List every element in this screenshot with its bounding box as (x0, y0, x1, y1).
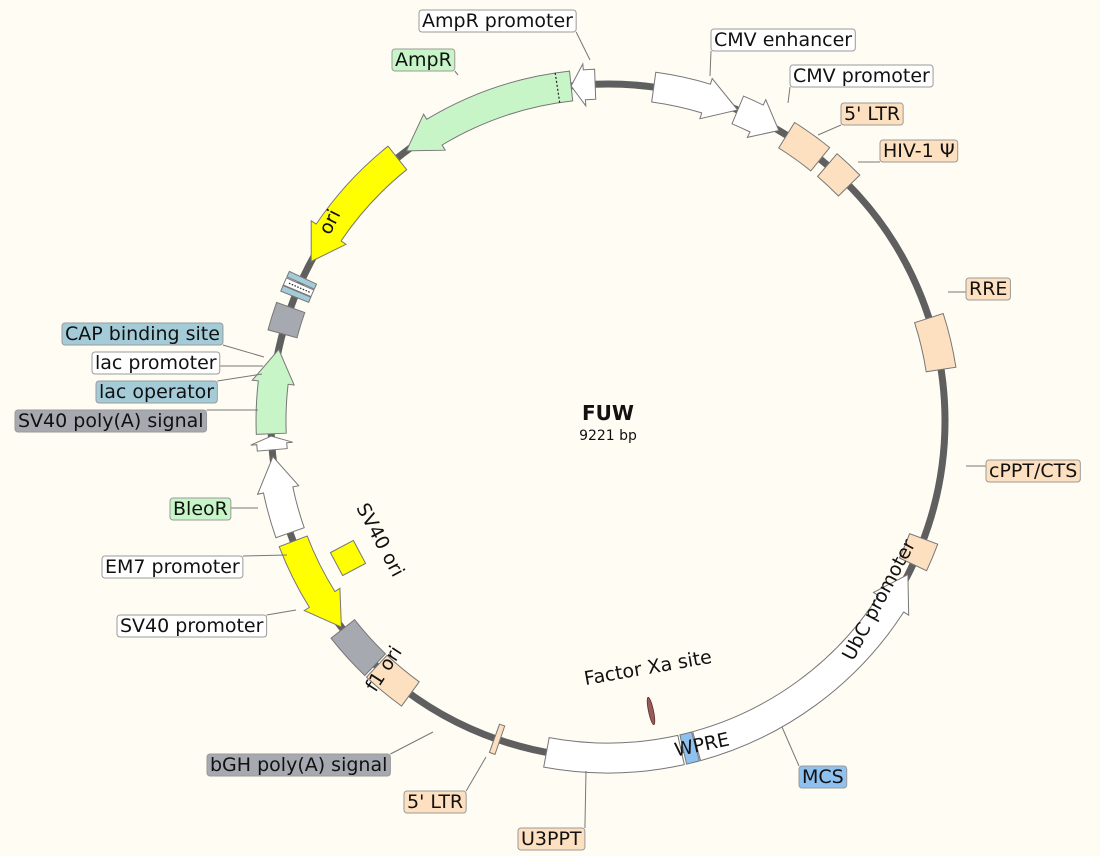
feature-hiv-psi[interactable] (816, 152, 861, 197)
leader-ltr-5-bottom (465, 756, 487, 792)
feature-em7-promoter[interactable] (250, 435, 293, 452)
leader-sv40-promoter (266, 609, 297, 616)
feature-sv40-ori[interactable] (329, 539, 367, 577)
label-sv40-polya[interactable]: SV40 poly(A) signal (14, 409, 208, 433)
feature-cmv-promoter[interactable] (731, 95, 780, 139)
leader-ltr-5-top (817, 124, 842, 136)
leader-em7-promoter (242, 554, 288, 557)
label-text-ampr-promoter: AmpR promoter (422, 10, 573, 32)
feature-wpre[interactable] (543, 734, 685, 774)
leader-cmv-promoter (787, 86, 791, 104)
label-ampr[interactable]: AmpR (391, 48, 456, 72)
leader-bgh-polya (390, 731, 434, 755)
label-ltr-5-top[interactable]: 5' LTR (840, 102, 904, 126)
feature-cppt-cts[interactable] (898, 533, 939, 572)
feature-mcs[interactable] (679, 731, 701, 765)
label-text-ampr: AmpR (395, 49, 452, 71)
label-text-lac-promoter: lac promoter (95, 352, 217, 374)
label-cppt-cts[interactable]: cPPT/CTS (985, 459, 1081, 483)
feature-sv40-promoter[interactable] (256, 455, 305, 539)
label-text-bleor: BleoR (173, 498, 228, 520)
feature-bleor[interactable] (251, 348, 295, 435)
feature-sv40-polya[interactable] (267, 301, 306, 339)
label-text-rre: RRE (969, 278, 1007, 300)
leader-ampr-promoter (575, 31, 591, 61)
label-lac-operator[interactable]: lac operator (95, 380, 218, 404)
label-text-ltr-5-bottom: 5' LTR (407, 791, 463, 813)
label-hiv-psi[interactable]: HIV-1 Ψ (879, 139, 959, 163)
feature-ltr-5-bottom[interactable] (365, 654, 420, 707)
ampr-marker (554, 72, 561, 103)
feature-ori[interactable] (310, 145, 408, 263)
feature-ampr[interactable] (405, 70, 574, 152)
label-em7-promoter[interactable]: EM7 promoter (101, 555, 244, 579)
label-text-cap-site: CAP binding site (65, 323, 220, 345)
free-label-factor-xa: Factor Xa site (582, 646, 713, 690)
label-bgh-polya[interactable]: bGH poly(A) signal (206, 753, 391, 777)
label-text-sv40-promoter: SV40 promoter (120, 615, 264, 637)
label-bleor[interactable]: BleoR (169, 497, 232, 521)
plasmid-length: 9221 bp (579, 428, 637, 444)
leader-u3ppt (584, 770, 587, 829)
feature-ltr-5-top[interactable] (778, 121, 831, 172)
label-text-ltr-5-top: 5' LTR (844, 103, 900, 125)
label-text-sv40-polya: SV40 poly(A) signal (18, 410, 204, 432)
label-text-u3ppt: U3PPT (521, 828, 582, 850)
plasmid-name: FUW (582, 401, 634, 425)
label-sv40-promoter[interactable]: SV40 promoter (116, 614, 268, 638)
leader-lac-operator (217, 373, 263, 382)
label-cmv-promoter[interactable]: CMV promoter (789, 64, 934, 88)
leader-layer (206, 31, 986, 829)
label-cmv-enhancer[interactable]: CMV enhancer (710, 28, 856, 52)
free-label-sv40-ori: SV40 ori (352, 500, 409, 581)
feature-bgh-polya[interactable] (330, 618, 387, 677)
leader-cap-site (222, 344, 265, 358)
label-ltr-5-bottom[interactable]: 5' LTR (403, 790, 467, 814)
label-text-cmv-promoter: CMV promoter (793, 65, 930, 87)
label-text-bgh-polya: bGH poly(A) signal (210, 754, 387, 776)
feature-lac-operator[interactable] (280, 284, 312, 303)
feature-f1-ori[interactable] (278, 535, 342, 628)
feature-factor-xa[interactable] (646, 696, 657, 726)
label-text-hiv-psi: HIV-1 Ψ (883, 140, 955, 162)
label-u3ppt[interactable]: U3PPT (517, 827, 586, 851)
feature-ubc-promoter[interactable] (692, 573, 910, 762)
leader-ampr (454, 70, 459, 76)
label-text-mcs: MCS (802, 766, 844, 788)
label-ampr-promoter[interactable]: AmpR promoter (418, 9, 577, 33)
label-text-lac-operator: lac operator (99, 381, 214, 403)
label-mcs[interactable]: MCS (798, 765, 848, 789)
label-text-cmv-enhancer: CMV enhancer (714, 29, 852, 51)
feature-cmv-enhancer[interactable] (651, 71, 739, 120)
label-lac-promoter[interactable]: lac promoter (91, 351, 221, 375)
feature-layer (250, 62, 957, 774)
label-text-cppt-cts: cPPT/CTS (989, 460, 1077, 482)
label-rre[interactable]: RRE (965, 277, 1011, 301)
feature-ampr-promoter[interactable] (570, 62, 597, 108)
feature-u3ppt[interactable] (488, 723, 506, 756)
label-text-em7-promoter: EM7 promoter (105, 556, 240, 578)
leader-mcs (781, 726, 800, 767)
feature-rre[interactable] (913, 312, 957, 373)
leader-cmv-enhancer (709, 50, 712, 77)
lac-promoter-marker (287, 282, 310, 293)
feature-cap-site[interactable] (286, 270, 318, 290)
extra-layer (287, 72, 657, 726)
label-cap-site[interactable]: CAP binding site (61, 322, 224, 346)
